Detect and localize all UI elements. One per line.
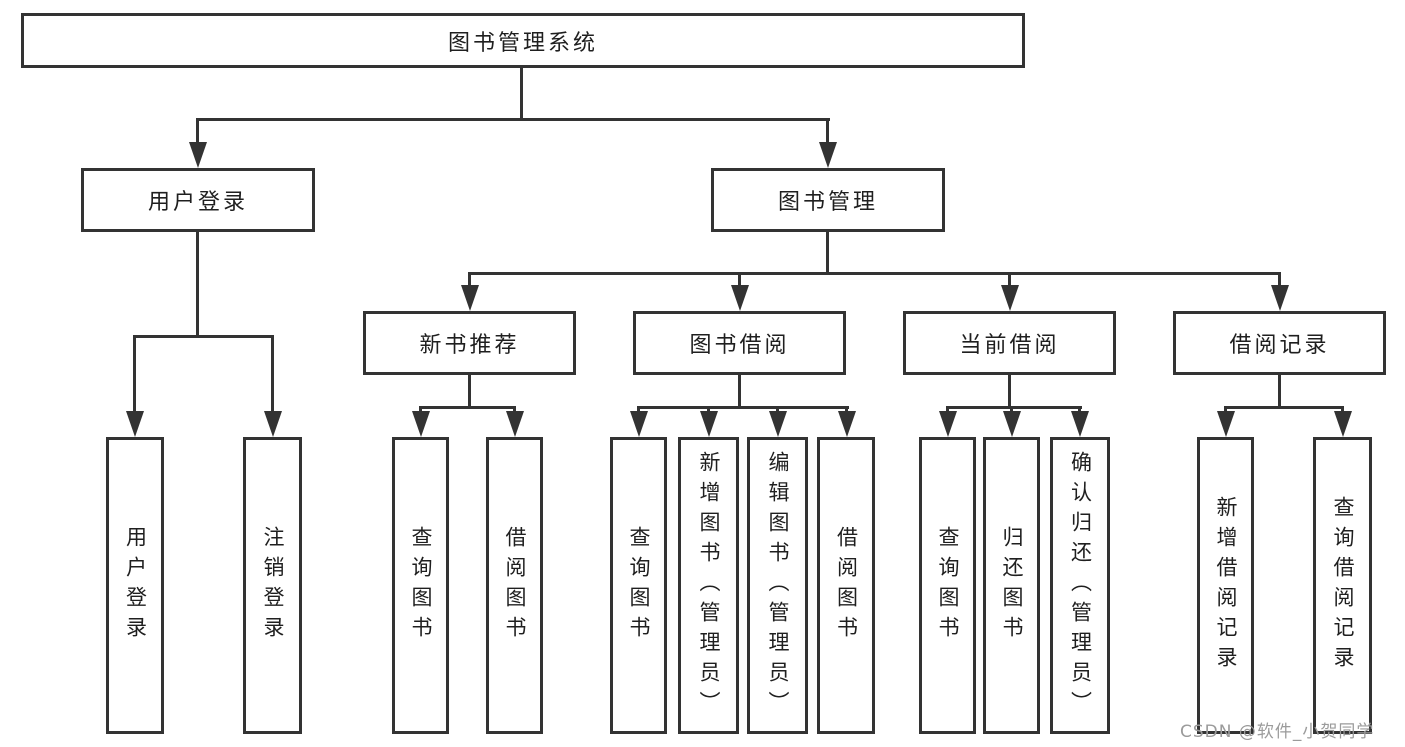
connector-line <box>271 335 274 415</box>
node-book-management: 图书管理 <box>711 168 945 232</box>
connector-line <box>637 406 849 409</box>
arrow-down-icon <box>1217 411 1235 437</box>
leaf-logout-login-label: 注销登录 <box>261 525 285 646</box>
arrow-down-icon <box>1001 285 1019 311</box>
node-book-borrow: 图书借阅 <box>633 311 846 375</box>
leaf-borrow-books-label: 借阅图书 <box>834 525 859 646</box>
arrow-down-icon <box>731 285 749 311</box>
arrow-down-icon <box>939 411 957 437</box>
leaf-borrow-books: 借阅图书 <box>817 437 875 734</box>
node-library-system-label: 图书管理系统 <box>447 30 598 56</box>
leaf-query-borrow-record: 查询借阅记录 <box>1313 437 1372 734</box>
leaf-query-borrow-record-label: 查询借阅记录 <box>1331 495 1355 676</box>
leaf-query-books-borrow-label: 查询图书 <box>627 525 651 646</box>
connector-line <box>520 68 523 118</box>
leaf-query-books-current: 查询图书 <box>919 437 976 734</box>
arrow-down-icon <box>506 411 524 437</box>
arrow-down-icon <box>700 411 718 437</box>
leaf-edit-books-admin: 编辑图书（管理员） <box>747 437 808 734</box>
connector-line <box>196 118 199 146</box>
arrow-down-icon <box>264 411 282 437</box>
arrow-down-icon <box>126 411 144 437</box>
connector-line <box>826 118 829 146</box>
node-new-book-recommend: 新书推荐 <box>363 311 576 375</box>
node-new-book-recommend-label: 新书推荐 <box>419 333 520 358</box>
connector-line <box>196 118 830 121</box>
connector-line <box>468 272 1281 275</box>
arrow-down-icon <box>838 411 856 437</box>
connector-line <box>133 335 274 338</box>
leaf-return-books-label: 归还图书 <box>1000 525 1024 646</box>
arrow-down-icon <box>189 142 207 168</box>
leaf-return-books: 归还图书 <box>983 437 1040 734</box>
leaf-query-books-current-label: 查询图书 <box>936 525 960 646</box>
leaf-borrow-books-recommend: 借阅图书 <box>486 437 543 734</box>
leaf-add-books-admin-label: 新增图书（管理员） <box>697 450 721 721</box>
connector-line <box>1008 272 1011 290</box>
node-current-borrow: 当前借阅 <box>903 311 1116 375</box>
connector-line <box>738 375 741 409</box>
leaf-borrow-books-recommend-label: 借阅图书 <box>503 525 527 646</box>
connector-line <box>826 232 829 272</box>
connector-line <box>468 272 471 290</box>
connector-line <box>1224 406 1344 409</box>
connector-line <box>1278 272 1281 290</box>
node-book-borrow-label: 图书借阅 <box>689 333 790 358</box>
node-user-login-label: 用户登录 <box>147 190 248 215</box>
leaf-edit-books-admin-label: 编辑图书（管理员） <box>766 450 790 721</box>
arrow-down-icon <box>461 285 479 311</box>
leaf-user-login: 用户登录 <box>106 437 164 734</box>
node-user-login: 用户登录 <box>81 168 315 232</box>
leaf-logout-login: 注销登录 <box>243 437 302 734</box>
leaf-confirm-return-admin-label: 确认归还（管理员） <box>1068 450 1093 721</box>
arrow-down-icon <box>819 142 837 168</box>
node-borrow-records: 借阅记录 <box>1173 311 1386 375</box>
node-borrow-records-label: 借阅记录 <box>1229 333 1330 358</box>
node-book-management-label: 图书管理 <box>777 190 878 215</box>
leaf-user-login-label: 用户登录 <box>123 525 148 646</box>
arrow-down-icon <box>1003 411 1021 437</box>
leaf-query-books-borrow: 查询图书 <box>610 437 667 734</box>
node-library-system: 图书管理系统 <box>21 13 1025 68</box>
arrow-down-icon <box>630 411 648 437</box>
node-current-borrow-label: 当前借阅 <box>959 333 1060 358</box>
connector-line <box>468 375 471 409</box>
arrow-down-icon <box>1071 411 1089 437</box>
connector-line <box>738 272 741 290</box>
connector-line <box>946 406 1082 409</box>
leaf-query-books-recommend: 查询图书 <box>392 437 449 734</box>
leaf-add-books-admin: 新增图书（管理员） <box>678 437 739 734</box>
arrow-down-icon <box>769 411 787 437</box>
connector-line <box>1008 375 1011 409</box>
arrow-down-icon <box>412 411 430 437</box>
connector-line <box>196 232 199 335</box>
leaf-query-books-recommend-label: 查询图书 <box>409 525 433 646</box>
leaf-add-borrow-record-label: 新增借阅记录 <box>1214 495 1238 676</box>
connector-line <box>133 335 136 415</box>
connector-line <box>1278 375 1281 409</box>
csdn-watermark: CSDN @软件_小贺同学 <box>1180 722 1375 742</box>
leaf-confirm-return-admin: 确认归还（管理员） <box>1050 437 1110 734</box>
arrow-down-icon <box>1334 411 1352 437</box>
arrow-down-icon <box>1271 285 1289 311</box>
connector-line <box>419 406 516 409</box>
leaf-add-borrow-record: 新增借阅记录 <box>1197 437 1254 734</box>
